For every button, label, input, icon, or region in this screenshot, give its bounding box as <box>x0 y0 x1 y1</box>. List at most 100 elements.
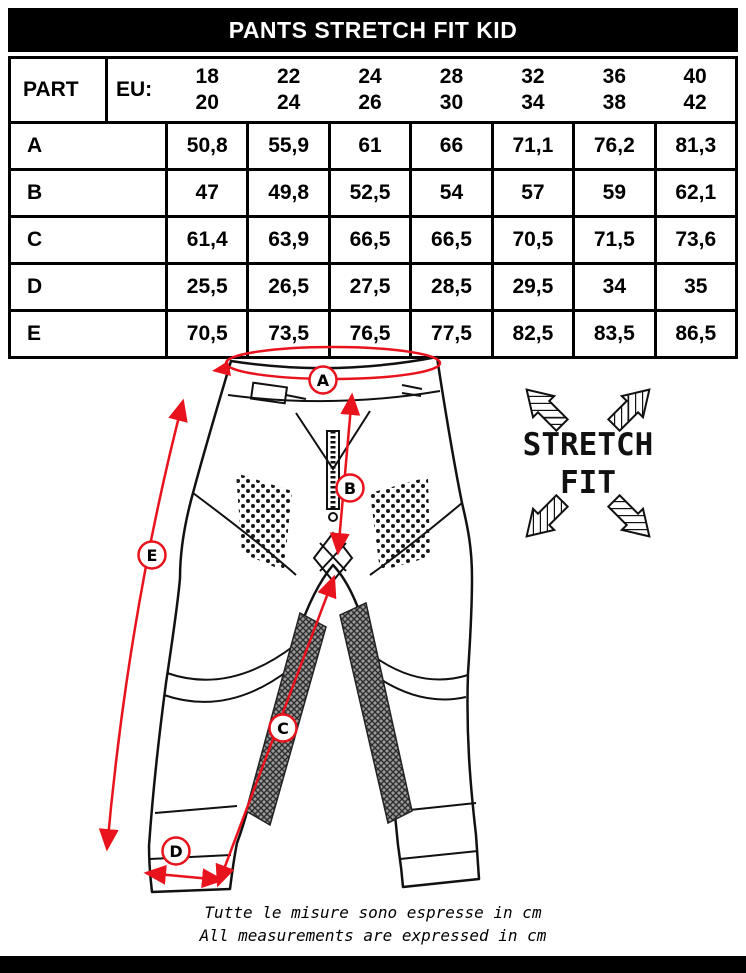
stretch-fit-text-line2: FIT <box>560 465 616 501</box>
bottom-black-bar <box>0 956 746 973</box>
value-cell: 29,5 <box>490 263 574 312</box>
size-bottom: 38 <box>602 91 626 114</box>
value-cell: 50,8 <box>164 122 248 171</box>
left-perforation <box>236 473 292 571</box>
stretch-arrow-bottom-left-icon <box>525 493 570 538</box>
label-e: E <box>147 546 158 565</box>
note-line-italian: Tutte le misure sono espresse in cm <box>204 903 542 922</box>
pants-diagram-svg: A B C D E STRETCH FIT <box>98 345 654 894</box>
value-cell: 76,5 <box>327 310 411 359</box>
value-cell: 59 <box>572 169 656 218</box>
label-circle-d <box>161 836 191 866</box>
value-cell: 82,5 <box>490 310 574 359</box>
label-c: C <box>277 719 289 738</box>
perforated-panels <box>236 473 430 571</box>
size-bottom: 30 <box>439 91 464 114</box>
measure-labels: A B C D E <box>137 365 365 866</box>
pants-measurement-diagram: A B C D E STRETCH FIT <box>0 343 746 903</box>
value-cell: 52,5 <box>327 169 411 218</box>
value-cell: 54 <box>409 169 493 218</box>
value-cell: 62,1 <box>653 169 737 218</box>
measurements-note: Tutte le misure sono espresse in cm All … <box>0 901 746 947</box>
belt-buckle <box>249 381 289 405</box>
label-circle-c <box>268 713 298 743</box>
measurement-lines <box>98 345 442 889</box>
size-bottom: 26 <box>358 91 382 114</box>
value-cell: 55,9 <box>246 122 330 171</box>
note-line-english: All measurements are expressed in cm <box>199 926 547 945</box>
waist-arrowhead <box>212 361 231 376</box>
label-d: D <box>169 842 182 861</box>
value-cell: 25,5 <box>164 263 248 312</box>
table-row: B 47 49,8 52,5 54 57 59 62,1 <box>9 169 737 218</box>
size-top: 36 <box>602 65 626 88</box>
measure-line-b <box>329 392 361 556</box>
value-cell: 34 <box>572 263 656 312</box>
value-cell: 76,2 <box>572 122 656 171</box>
value-cell: 71,1 <box>490 122 574 171</box>
value-cell: 66 <box>409 122 493 171</box>
value-cell: 66,5 <box>409 216 493 265</box>
stretch-fit-text-line1: STRETCH <box>523 427 654 463</box>
label-circle-b <box>335 473 365 503</box>
value-cell: 28,5 <box>409 263 493 312</box>
label-circle-a <box>308 365 338 395</box>
size-top: 32 <box>521 65 545 88</box>
value-cell: 86,5 <box>653 310 737 359</box>
stretch-fit-logo: STRETCH FIT <box>523 388 654 538</box>
value-cell: 70,5 <box>490 216 574 265</box>
stretch-arrow-top-left-icon <box>525 388 570 433</box>
value-cell: 61 <box>327 122 411 171</box>
value-cell: 81,3 <box>653 122 737 171</box>
measure-line-d <box>143 864 225 889</box>
value-cell: 47 <box>164 169 248 218</box>
value-cell: 77,5 <box>409 310 493 359</box>
title-bar: PANTS STRETCH FIT KID <box>8 8 738 52</box>
stretch-arrow-top-right-icon <box>606 388 651 433</box>
stretch-arrow-bottom-right-icon <box>606 493 651 538</box>
size-top: 28 <box>439 65 464 88</box>
size-top: 18 <box>195 65 219 88</box>
table-row: D 25,5 26,5 27,5 28,5 29,5 34 35 <box>9 263 737 312</box>
part-cell: E <box>9 310 167 359</box>
table-row: A 50,8 55,9 61 66 71,1 76,2 81,3 <box>9 122 737 171</box>
right-knee-seams <box>371 654 469 701</box>
right-knee-mesh <box>339 601 413 825</box>
page-title: PANTS STRETCH FIT KID <box>228 16 518 43</box>
value-cell: 63,9 <box>246 216 330 265</box>
value-cell: 71,5 <box>572 216 656 265</box>
part-cell: A <box>9 122 167 171</box>
value-cell: 35 <box>653 263 737 312</box>
value-cell: 27,5 <box>327 263 411 312</box>
label-b: B <box>344 479 356 498</box>
label-circle-e <box>137 540 167 570</box>
value-cell: 70,5 <box>164 310 248 359</box>
value-cell: 83,5 <box>572 310 656 359</box>
size-top: 40 <box>683 65 707 88</box>
size-bottom: 34 <box>521 91 545 114</box>
value-cell: 73,6 <box>653 216 737 265</box>
size-bottom: 24 <box>276 91 301 114</box>
table-row: E 70,5 73,5 76,5 77,5 82,5 83,5 86,5 <box>9 310 737 359</box>
value-cell: 49,8 <box>246 169 330 218</box>
value-cell: 57 <box>490 169 574 218</box>
value-cell: 26,5 <box>246 263 330 312</box>
part-cell: C <box>9 216 167 265</box>
value-cell: 61,4 <box>164 216 248 265</box>
measure-line-e <box>98 398 188 852</box>
size-bottom: 20 <box>195 91 219 114</box>
right-perforation <box>370 477 430 571</box>
value-cell: 66,5 <box>327 216 411 265</box>
part-header: PART <box>9 57 108 124</box>
eu-header: EU: <box>106 57 167 124</box>
part-cell: B <box>9 169 167 218</box>
